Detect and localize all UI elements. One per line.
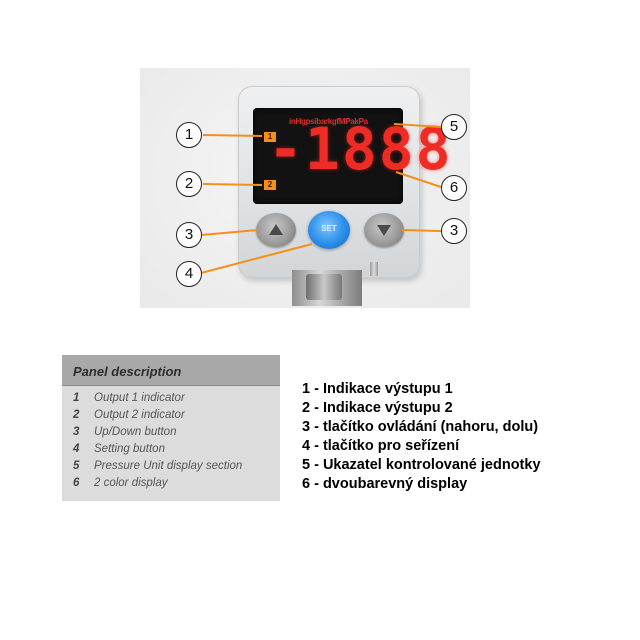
set-button[interactable]: SET	[308, 211, 350, 249]
legend-item: 4 - tlačítko pro seřízení	[302, 438, 460, 454]
up-arrow-icon	[269, 224, 283, 235]
callout-5: 5	[441, 114, 467, 140]
panel-title: Panel description	[73, 364, 182, 379]
legend-item: 5 - Ukazatel kontrolované jednotky	[302, 457, 541, 473]
display-screen	[253, 108, 403, 204]
callout-6: 6	[441, 175, 467, 201]
panel-header	[62, 355, 280, 385]
legend-item: 6 - dvoubarevný display	[302, 476, 468, 492]
pressure-unit-strip: inHgpsibarkgfMPakPa	[289, 117, 368, 126]
panel-divider	[62, 385, 280, 386]
legend-item: 2 - Indikace výstupu 2	[302, 400, 453, 416]
legend-item: 1 - Indikace výstupu 1	[302, 381, 453, 397]
legend-item: 3 - tlačítko ovládání (nahoru, dolu)	[302, 419, 539, 435]
set-button-label: SET	[321, 224, 337, 233]
callout-3-left: 3	[176, 222, 202, 248]
callout-4: 4	[176, 261, 202, 287]
down-button[interactable]	[364, 213, 404, 247]
callout-3-right: 3	[441, 218, 467, 244]
connector-pin	[370, 262, 378, 276]
led-digit-display: -1888	[268, 115, 453, 183]
output2-indicator: 2	[264, 180, 276, 190]
down-arrow-icon	[377, 225, 391, 236]
output1-indicator: 1	[264, 132, 276, 142]
pressure-port-nut	[306, 274, 342, 300]
callout-1: 1	[176, 122, 202, 148]
up-button[interactable]	[256, 213, 296, 247]
callout-2: 2	[176, 171, 202, 197]
